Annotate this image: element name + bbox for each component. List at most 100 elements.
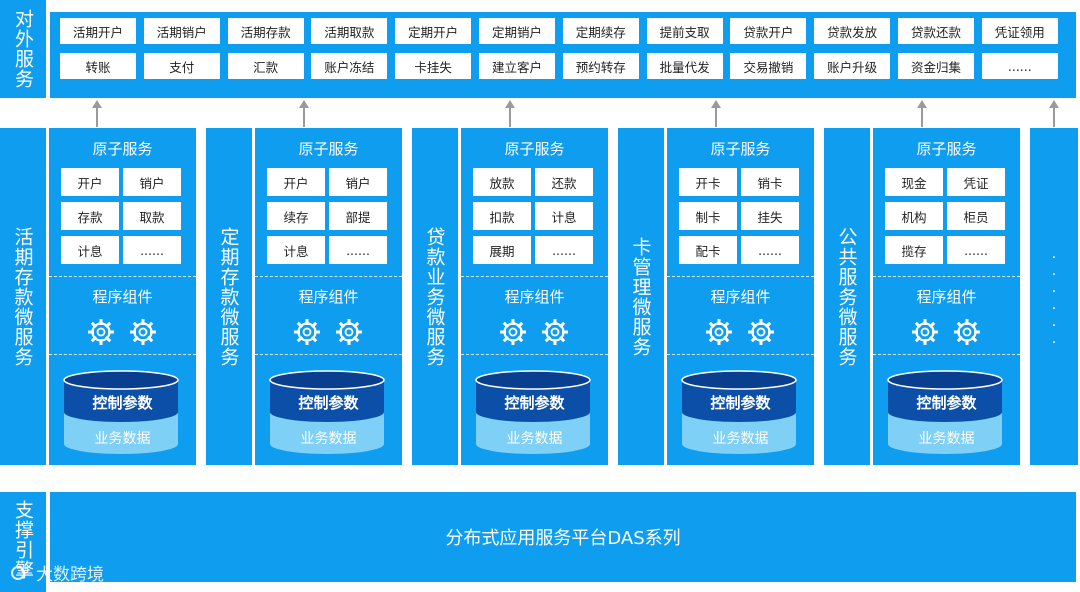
- atomic-service-item: 挂失: [741, 202, 799, 230]
- business-data-label: 业务数据: [712, 431, 769, 447]
- program-components-title: 程序组件: [92, 288, 153, 306]
- service-item: 定期续存: [562, 18, 639, 44]
- atomic-service-item: 配卡: [679, 236, 737, 264]
- atomic-service-item: 开卡: [679, 168, 737, 196]
- business-data-label: 业务数据: [506, 431, 563, 447]
- business-data-label: 业务数据: [918, 431, 975, 447]
- atomic-service-item: 柜员: [947, 202, 1005, 230]
- atomic-service-item: 计息: [61, 236, 119, 264]
- microservice-panel: 原子服务开卡销卡制卡挂失配卡......程序组件控制参数业务数据: [667, 128, 814, 465]
- divider: [667, 276, 814, 277]
- divider: [461, 354, 608, 355]
- business-data-label: 业务数据: [300, 431, 357, 447]
- gear-icon: [747, 318, 775, 346]
- atomic-service-item: 凭证: [947, 168, 1005, 196]
- divider: [49, 276, 196, 277]
- atomic-services-title: 原子服务: [92, 140, 153, 158]
- control-parameters-label: 控制参数: [298, 394, 359, 412]
- microservice-label-text: 卡管理微服务: [629, 236, 652, 357]
- control-parameters-label: 控制参数: [916, 394, 977, 412]
- atomic-service-item: 制卡: [679, 202, 737, 230]
- atomic-services-title: 原子服务: [504, 140, 565, 158]
- microservice-panel: 原子服务现金凭证机构柜员揽存......程序组件控制参数业务数据: [873, 128, 1020, 465]
- service-item: ......: [981, 53, 1058, 79]
- atomic-service-item: 展期: [473, 236, 531, 264]
- atomic-service-item: ......: [123, 236, 181, 264]
- microservice-label: 公共服务微服务: [824, 128, 870, 465]
- gear-icon: [293, 318, 321, 346]
- atomic-services-title: 原子服务: [710, 140, 771, 158]
- atomic-service-item: 存款: [61, 202, 119, 230]
- up-arrow-icon: [299, 100, 309, 127]
- microservice-panel: 原子服务开户销户续存部提计息......程序组件控制参数业务数据: [255, 128, 402, 465]
- service-item: 交易撤销: [730, 53, 807, 79]
- up-arrow-icon: [917, 100, 927, 127]
- divider: [255, 276, 402, 277]
- gear-icon: [335, 318, 363, 346]
- atomic-service-item: 取款: [123, 202, 181, 230]
- more-column: ......: [1030, 128, 1078, 465]
- program-components-title: 程序组件: [710, 288, 771, 306]
- database-icon: [474, 370, 592, 456]
- divider: [255, 354, 402, 355]
- service-item: 凭证领用: [981, 18, 1058, 44]
- business-data-label: 业务数据: [94, 431, 151, 447]
- watermark-logo-icon: [11, 565, 29, 580]
- control-parameters-label: 控制参数: [504, 394, 565, 412]
- das-platform-panel: 分布式应用服务平台DAS系列: [50, 492, 1076, 582]
- microservice-label: 活期存款微服务: [0, 128, 46, 465]
- service-item: 账户冻结: [311, 53, 388, 79]
- program-components-title: 程序组件: [916, 288, 977, 306]
- program-components-title: 程序组件: [504, 288, 565, 306]
- atomic-service-item: ......: [947, 236, 1005, 264]
- service-item: 活期取款: [311, 18, 388, 44]
- atomic-service-item: 放款: [473, 168, 531, 196]
- up-arrow-icon: [92, 100, 102, 127]
- database-icon: [680, 370, 798, 456]
- atomic-service-item: 现金: [885, 168, 943, 196]
- atomic-service-item: 计息: [267, 236, 325, 264]
- atomic-services-title: 原子服务: [298, 140, 359, 158]
- atomic-service-item: 部提: [329, 202, 387, 230]
- service-item: 账户升级: [814, 53, 891, 79]
- gear-icon: [129, 318, 157, 346]
- microservice-label: 定期存款微服务: [206, 128, 252, 465]
- atomic-service-item: 扣款: [473, 202, 531, 230]
- das-platform-title: 分布式应用服务平台DAS系列: [445, 528, 681, 549]
- service-item: 资金归集: [898, 53, 974, 79]
- atomic-service-item: ......: [535, 236, 593, 264]
- control-parameters-label: 控制参数: [92, 394, 153, 412]
- divider: [49, 354, 196, 355]
- microservice-label-text: 贷款业务微服务: [423, 226, 446, 367]
- watermark: 大数跨境: [10, 560, 104, 585]
- atomic-service-item: 销户: [123, 168, 181, 196]
- atomic-service-item: 还款: [535, 168, 593, 196]
- gear-icon: [499, 318, 527, 346]
- atomic-service-item: 续存: [267, 202, 325, 230]
- divider: [461, 276, 608, 277]
- database-icon: [62, 370, 180, 456]
- atomic-service-item: 开户: [267, 168, 325, 196]
- atomic-service-item: 计息: [535, 202, 593, 230]
- up-arrow-icon: [1049, 100, 1059, 127]
- database-icon: [268, 370, 386, 456]
- service-item: 活期销户: [143, 18, 220, 44]
- microservice-label-text: 活期存款微服务: [11, 226, 34, 367]
- atomic-service-item: ......: [329, 236, 387, 264]
- service-item: 汇款: [227, 53, 304, 79]
- external-services-label: 对外服务: [0, 0, 46, 98]
- service-item: 支付: [143, 53, 220, 79]
- external-services-text: 对外服务: [12, 9, 34, 89]
- control-parameters-label: 控制参数: [710, 394, 771, 412]
- database-icon: [886, 370, 1004, 456]
- divider: [873, 276, 1020, 277]
- gear-icon: [87, 318, 115, 346]
- watermark-text: 大数跨境: [36, 565, 104, 585]
- service-item: 定期开户: [395, 18, 472, 44]
- microservice-label: 贷款业务微服务: [412, 128, 458, 465]
- atomic-service-item: 销户: [329, 168, 387, 196]
- microservice-panel: 原子服务放款还款扣款计息展期...... 程序组件控制参数业务数据: [461, 128, 608, 465]
- gear-icon: [953, 318, 981, 346]
- service-item: 卡挂失: [395, 53, 472, 79]
- atomic-service-item: 销卡: [741, 168, 799, 196]
